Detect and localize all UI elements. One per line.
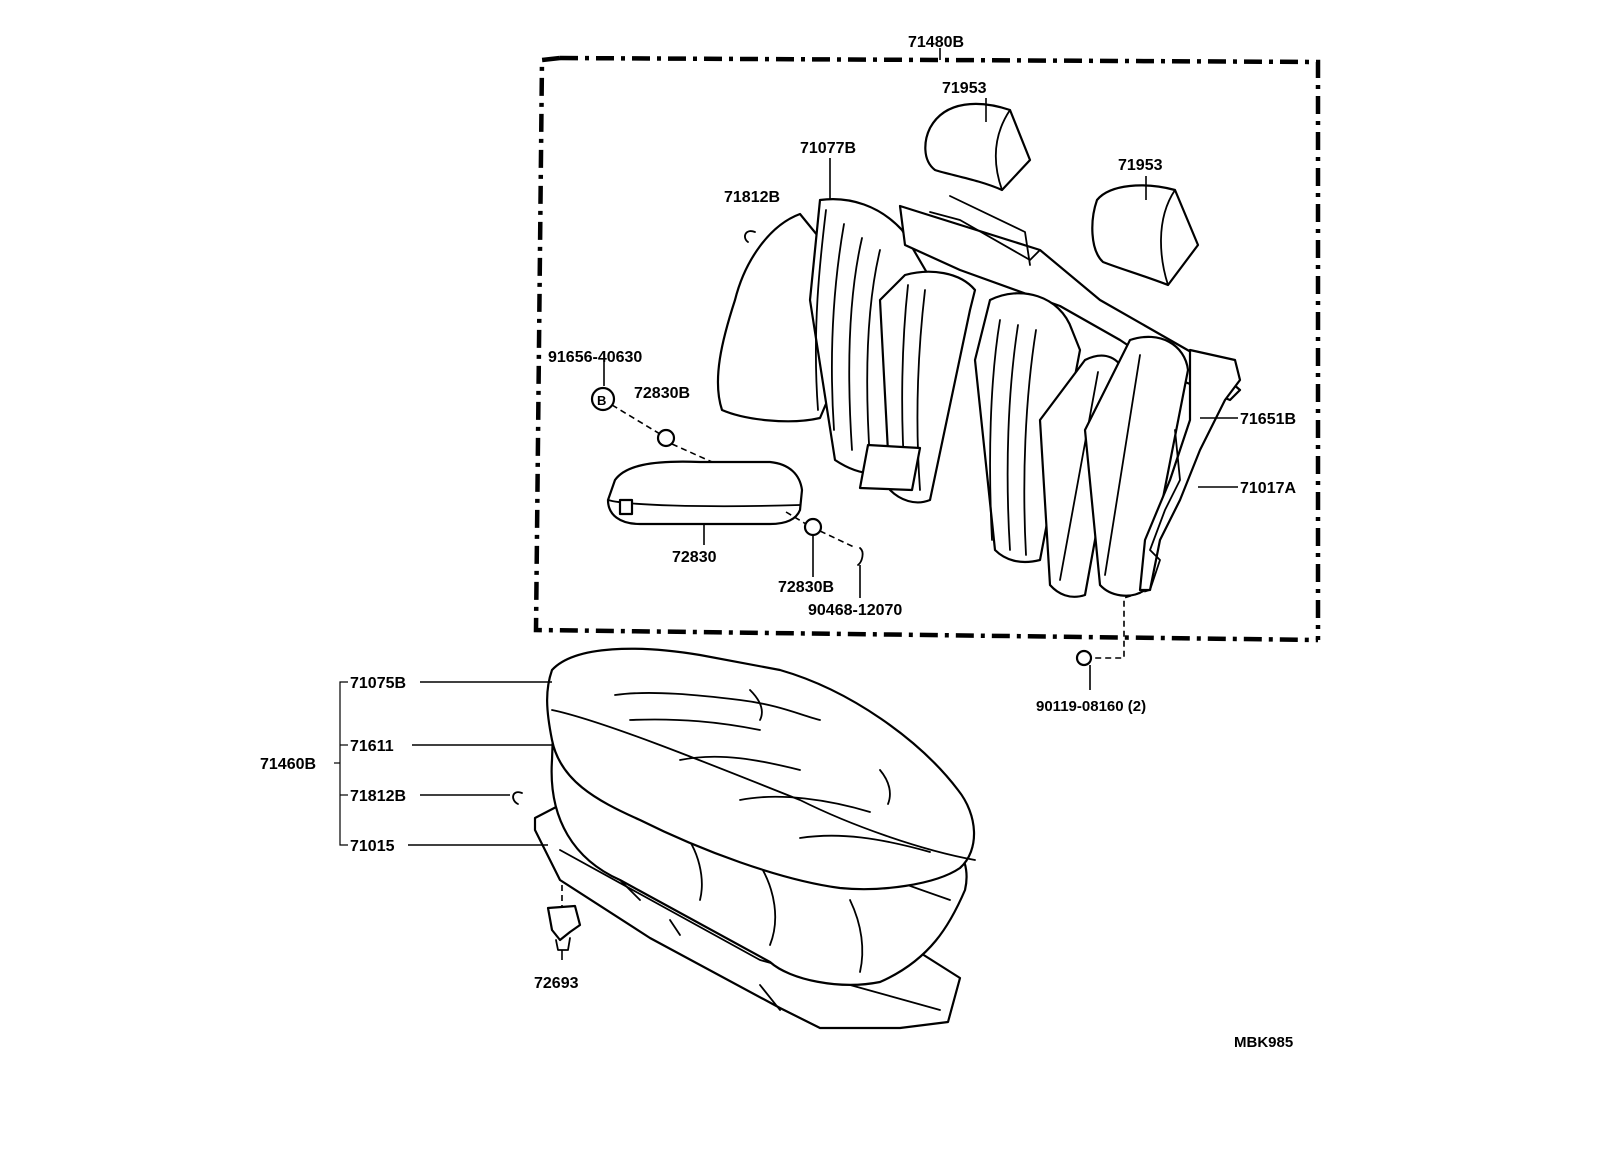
label-71611: 71611 xyxy=(350,738,394,755)
seat-back-illustration xyxy=(716,195,1242,598)
small-fasteners xyxy=(512,230,1093,805)
headrest-right-illustration xyxy=(1091,184,1200,287)
back-assembly-boundary xyxy=(533,55,1321,643)
label-71812B-upper: 71812B xyxy=(724,189,780,206)
leader-lines xyxy=(334,48,1238,960)
part-labels: 71480B 71953 71953 71077B 71812B 91656-4… xyxy=(260,34,1296,1051)
label-71075B: 71075B xyxy=(350,675,406,692)
label-72693: 72693 xyxy=(534,975,579,992)
label-71077B: 71077B xyxy=(800,140,856,157)
label-91656-40630: 91656-40630 xyxy=(548,349,642,366)
label-71953-right: 71953 xyxy=(1118,157,1163,174)
label-71017A: 71017A xyxy=(1240,480,1296,497)
label-71460B: 71460B xyxy=(260,756,316,773)
label-71812B-lower: 71812B xyxy=(350,788,406,805)
seat-cushion-illustration xyxy=(533,647,976,1030)
label-71651B: 71651B xyxy=(1240,411,1296,428)
label-72830B-left: 72830B xyxy=(634,385,690,402)
label-71015: 71015 xyxy=(350,838,395,855)
armrest-illustration xyxy=(606,460,804,526)
label-90468-12070: 90468-12070 xyxy=(808,602,902,619)
label-72830B-right: 72830B xyxy=(778,579,834,596)
figure-code: MBK985 xyxy=(1234,1034,1293,1051)
hook-illustration xyxy=(546,904,582,951)
bolt-marker-letter: B xyxy=(597,393,606,408)
headrest-left-illustration xyxy=(924,102,1032,192)
label-90119-08160: 90119-08160 (2) xyxy=(1036,698,1146,715)
label-72830: 72830 xyxy=(672,549,717,566)
label-71480B: 71480B xyxy=(908,34,964,51)
label-71953-left: 71953 xyxy=(942,80,987,97)
